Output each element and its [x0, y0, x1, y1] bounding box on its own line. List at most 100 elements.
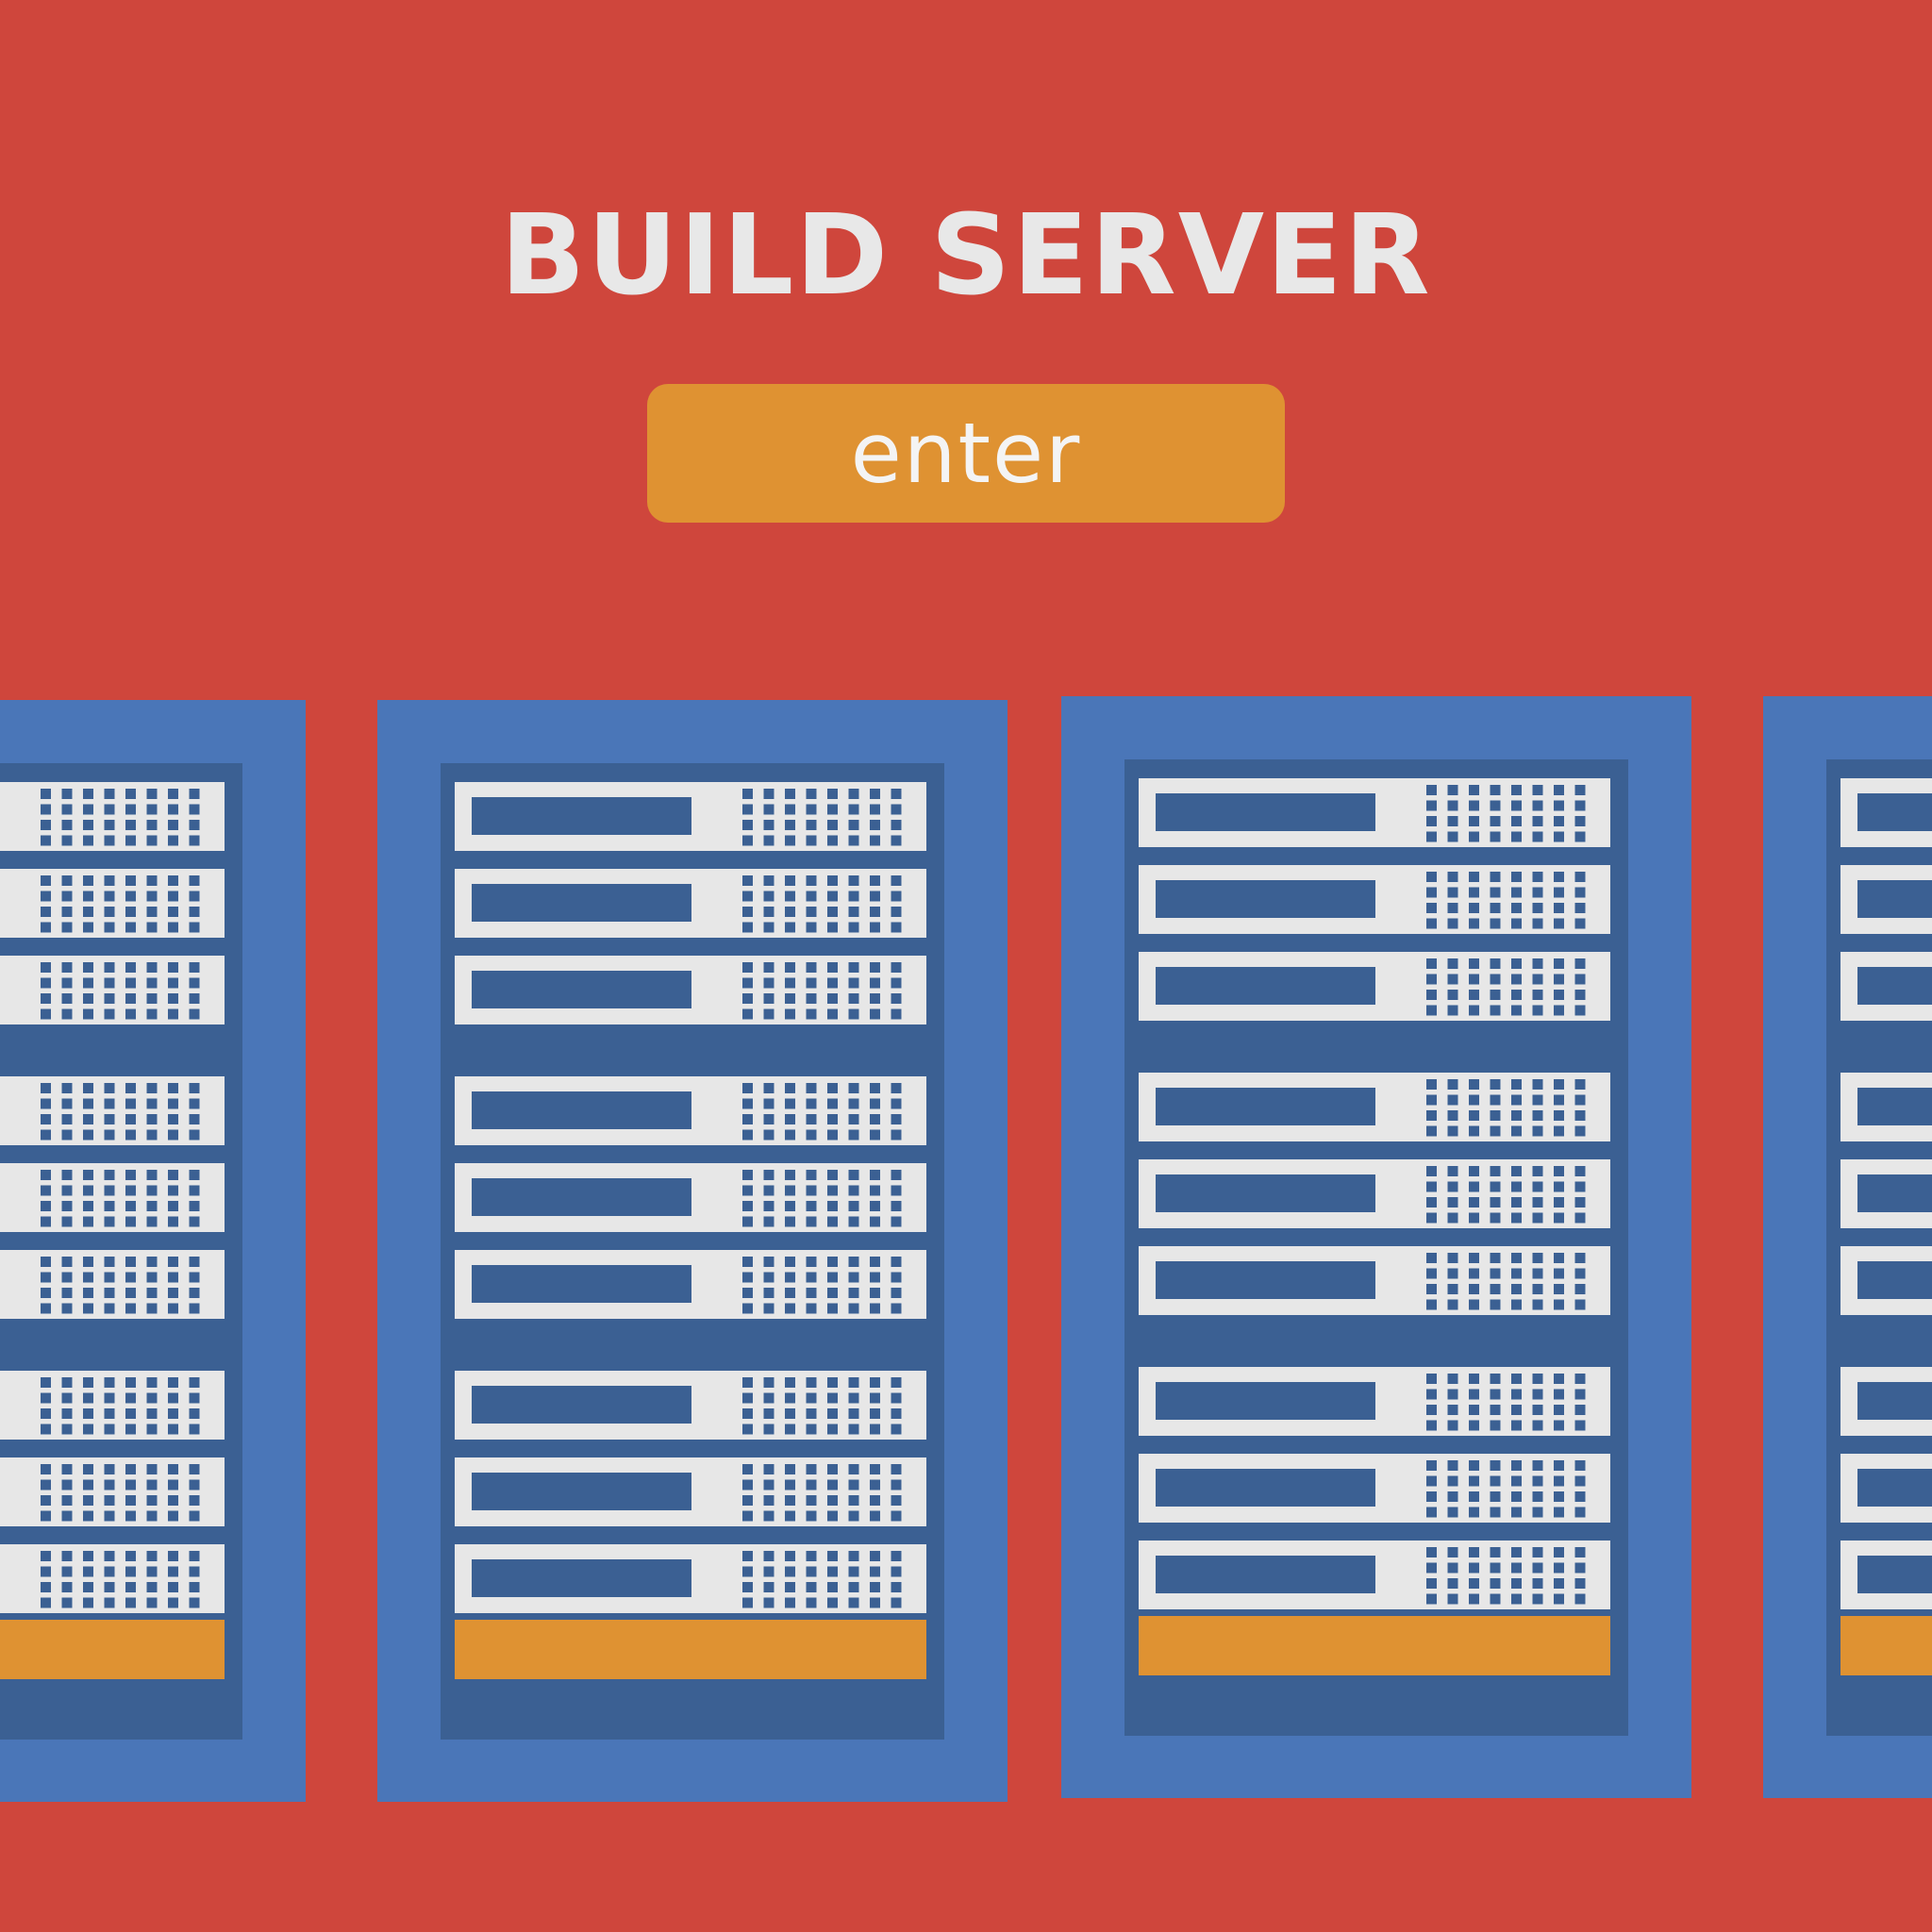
drive-bay	[1857, 1261, 1932, 1299]
drive-bay	[472, 971, 691, 1008]
server-unit	[1139, 952, 1610, 1021]
drive-bay	[472, 1265, 691, 1303]
rack-accent-bar	[1840, 1616, 1932, 1675]
vent-grid-icon	[1426, 1374, 1586, 1431]
page-title: BUILD SERVER	[500, 190, 1432, 320]
drive-bay	[1156, 880, 1375, 918]
drive-bay	[1857, 1556, 1932, 1593]
vent-grid-icon	[41, 1170, 200, 1227]
rack-accent-bar	[1139, 1616, 1610, 1675]
server-unit	[1139, 778, 1610, 847]
server-unit	[0, 1371, 225, 1440]
server-unit	[0, 1544, 225, 1613]
drive-bay	[1156, 967, 1375, 1005]
vent-grid-icon	[742, 1170, 902, 1227]
vent-grid-icon	[41, 1551, 200, 1608]
drive-bay	[1156, 1469, 1375, 1507]
vent-grid-icon	[1426, 785, 1586, 842]
server-unit	[0, 1076, 225, 1145]
vent-grid-icon	[41, 1464, 200, 1522]
drive-bay	[1857, 1174, 1932, 1212]
server-unit	[455, 1076, 926, 1145]
vent-grid-icon	[1426, 1079, 1586, 1137]
server-rack-icon	[377, 700, 1008, 1802]
drive-bay	[1857, 1088, 1932, 1125]
server-unit	[455, 1163, 926, 1232]
server-unit	[1840, 1367, 1932, 1436]
vent-grid-icon	[1426, 958, 1586, 1016]
server-unit	[455, 1250, 926, 1319]
drive-bay	[1156, 1556, 1375, 1593]
server-unit	[1840, 952, 1932, 1021]
drive-bay	[1857, 1382, 1932, 1420]
server-unit	[455, 869, 926, 938]
drive-bay	[1857, 793, 1932, 831]
vent-grid-icon	[41, 1257, 200, 1314]
vent-grid-icon	[41, 1377, 200, 1435]
vent-grid-icon	[742, 875, 902, 933]
server-unit	[455, 956, 926, 1024]
server-unit	[0, 1250, 225, 1319]
drive-bay	[472, 1091, 691, 1129]
vent-grid-icon	[742, 1464, 902, 1522]
vent-grid-icon	[742, 962, 902, 1020]
server-unit	[1840, 1159, 1932, 1228]
rack-cabinet	[441, 763, 944, 1740]
server-unit	[0, 869, 225, 938]
drive-bay	[1156, 1261, 1375, 1299]
drive-bay	[1156, 1088, 1375, 1125]
drive-bay	[1857, 880, 1932, 918]
vent-grid-icon	[1426, 1460, 1586, 1518]
server-unit	[455, 1371, 926, 1440]
server-unit	[1139, 1367, 1610, 1436]
drive-bay	[1857, 1469, 1932, 1507]
drive-bay	[1156, 1382, 1375, 1420]
rack-cabinet	[1124, 759, 1628, 1736]
server-unit	[1840, 1073, 1932, 1141]
server-unit	[1840, 1246, 1932, 1315]
server-unit	[0, 1457, 225, 1526]
server-rack-icon	[0, 700, 306, 1802]
drive-bay	[472, 1473, 691, 1510]
rack-cabinet	[1826, 759, 1932, 1736]
drive-bay	[1857, 967, 1932, 1005]
server-unit	[1139, 1454, 1610, 1523]
server-unit	[455, 1544, 926, 1613]
server-unit	[1139, 1541, 1610, 1609]
vent-grid-icon	[1426, 872, 1586, 929]
vent-grid-icon	[1426, 1253, 1586, 1310]
vent-grid-icon	[742, 789, 902, 846]
vent-grid-icon	[742, 1257, 902, 1314]
server-rack-icon	[1061, 696, 1691, 1798]
rack-accent-bar	[455, 1620, 926, 1679]
server-unit	[1139, 865, 1610, 934]
drive-bay	[472, 1178, 691, 1216]
vent-grid-icon	[41, 875, 200, 933]
drive-bay	[1156, 1174, 1375, 1212]
server-unit	[0, 782, 225, 851]
vent-grid-icon	[742, 1377, 902, 1435]
server-unit	[1840, 778, 1932, 847]
server-unit	[1840, 1541, 1932, 1609]
server-unit	[1139, 1159, 1610, 1228]
server-rack-icon	[1763, 696, 1932, 1798]
rack-cabinet	[0, 763, 242, 1740]
vent-grid-icon	[742, 1551, 902, 1608]
vent-grid-icon	[41, 962, 200, 1020]
vent-grid-icon	[1426, 1547, 1586, 1605]
drive-bay	[472, 797, 691, 835]
vent-grid-icon	[1426, 1166, 1586, 1224]
server-unit	[0, 1163, 225, 1232]
server-unit	[1840, 1454, 1932, 1523]
vent-grid-icon	[742, 1083, 902, 1141]
server-unit	[1139, 1246, 1610, 1315]
server-unit	[1840, 865, 1932, 934]
drive-bay	[472, 1559, 691, 1597]
server-unit	[455, 1457, 926, 1526]
server-unit	[455, 782, 926, 851]
rack-accent-bar	[0, 1620, 225, 1679]
drive-bay	[472, 884, 691, 922]
server-unit	[0, 956, 225, 1024]
vent-grid-icon	[41, 789, 200, 846]
enter-button[interactable]: enter	[647, 384, 1285, 523]
